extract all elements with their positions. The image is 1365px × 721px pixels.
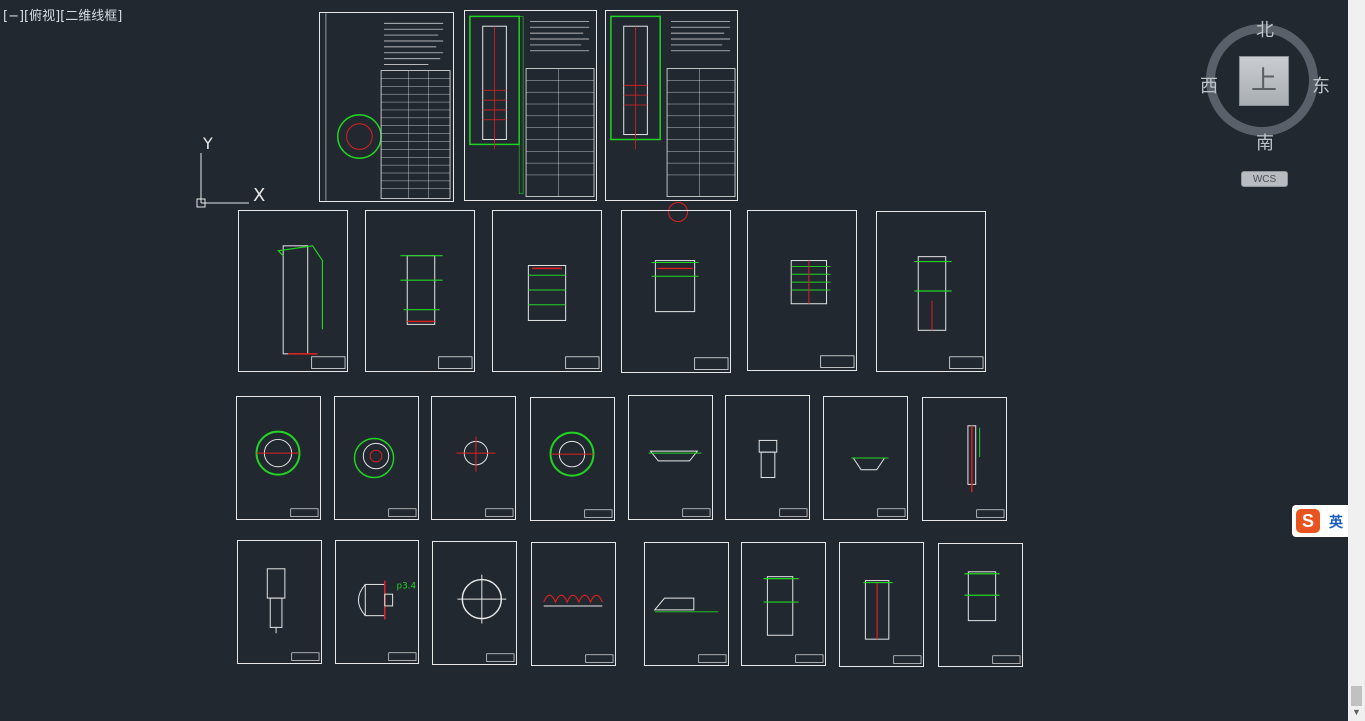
- drawing-sheet-r4-7[interactable]: [839, 542, 924, 667]
- viewport-controls-label[interactable]: [−][俯视][二维线框]: [3, 9, 123, 24]
- sheet-annotation: p3.4: [397, 581, 417, 591]
- compass-north[interactable]: 北: [1256, 20, 1274, 41]
- drawing-sheet-r3-1[interactable]: [236, 396, 321, 520]
- ucs-icon: Y X: [193, 133, 273, 213]
- cursor-pickbox: [668, 202, 688, 222]
- viewcube[interactable]: 上 北 南 东 西 WCS: [1200, 14, 1330, 189]
- drawing-sheet-r2-2[interactable]: [365, 210, 475, 372]
- drawing-sheet-r2-4[interactable]: [621, 210, 731, 373]
- compass-east[interactable]: 东: [1312, 76, 1330, 97]
- drawing-sheet-r4-3[interactable]: [432, 541, 517, 665]
- drawing-sheet-r2-3[interactable]: [492, 210, 602, 372]
- drawing-sheet-r4-4[interactable]: [531, 542, 616, 666]
- drawing-sheet-r3-3[interactable]: [431, 396, 516, 520]
- drawing-sheet-r2-5[interactable]: [747, 210, 857, 371]
- wcs-menu-button[interactable]: WCS: [1241, 171, 1288, 187]
- drawing-sheet-r4-8[interactable]: [938, 543, 1023, 667]
- drawing-sheet-large-1[interactable]: [319, 12, 454, 202]
- drawing-sheet-r2-1[interactable]: [238, 210, 348, 372]
- wcs-label: WCS: [1252, 174, 1277, 185]
- compass-west[interactable]: 西: [1200, 76, 1218, 97]
- drawing-sheet-r3-7[interactable]: [823, 396, 908, 520]
- ucs-x-label: X: [253, 185, 265, 206]
- drawing-sheet-r3-6[interactable]: [725, 395, 810, 520]
- viewcube-top-face[interactable]: 上: [1239, 56, 1289, 106]
- drawing-sheet-r3-4[interactable]: [530, 397, 615, 521]
- drawing-sheet-r3-5[interactable]: [628, 395, 713, 520]
- drawing-sheet-large-3[interactable]: [605, 10, 738, 201]
- ucs-y-label: Y: [202, 134, 213, 153]
- vertical-scrollbar[interactable]: [1348, 0, 1365, 721]
- drawing-sheet-r4-1[interactable]: [237, 540, 322, 664]
- scroll-down-arrow-icon[interactable]: ▼: [1352, 707, 1361, 717]
- compass-south[interactable]: 南: [1256, 133, 1274, 154]
- scrollbar-thumb[interactable]: [1351, 686, 1362, 706]
- compass-ring[interactable]: [1206, 24, 1318, 136]
- drawing-sheet-r3-2[interactable]: [334, 396, 419, 520]
- ime-language-toggle[interactable]: 英: [1329, 515, 1343, 531]
- drawing-sheet-large-2[interactable]: [464, 10, 597, 201]
- drawing-sheet-r3-8[interactable]: [922, 397, 1007, 521]
- sogou-logo-icon[interactable]: S: [1296, 509, 1320, 533]
- drawing-sheet-r4-5[interactable]: [644, 542, 729, 666]
- drawing-sheet-r4-6[interactable]: [741, 542, 826, 666]
- drawing-sheet-r2-6[interactable]: [876, 211, 986, 372]
- drawing-sheet-r4-2[interactable]: p3.4: [335, 540, 419, 664]
